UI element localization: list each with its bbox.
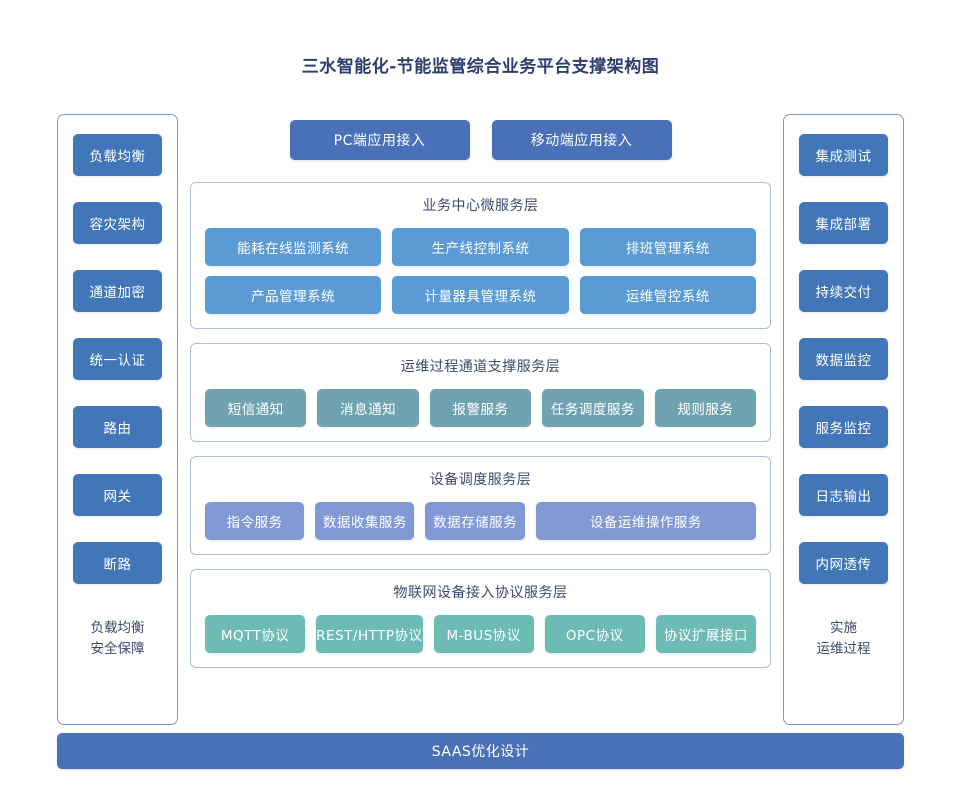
right-support-button-1[interactable]: 集成测试: [799, 134, 888, 176]
service-chip-ops-1-2[interactable]: 消息通知: [317, 389, 419, 427]
layer-panel-iot: 物联网设备接入协议服务层 MQTT协议 REST/HTTP协议 M-BUS协议 OPC协…: [190, 569, 771, 668]
layer-row: MQTT协议 REST/HTTP协议 M-BUS协议 OPC协议协议扩展接口: [205, 615, 757, 653]
service-chip-ops-1-4[interactable]: 任务调度服务: [542, 389, 644, 427]
layer-title-ops: 运维过程通道支撑服务层: [400, 359, 561, 375]
service-chip-iot-1-4[interactable]: OPC协议: [544, 615, 645, 653]
service-chip-device-1-2[interactable]: 数据收集服务: [315, 502, 415, 540]
right-footer-line-2: 运维过程: [816, 641, 871, 657]
left-support-button-3[interactable]: 通道加密: [73, 270, 162, 312]
right-support-button-7[interactable]: 内网透传: [799, 542, 888, 584]
service-chip-iot-1-3[interactable]: M-BUS协议: [433, 615, 534, 653]
layer-title-device: 设备调度服务层: [429, 472, 532, 488]
left-support-button-2[interactable]: 容灾架构: [73, 202, 162, 244]
right-support-button-5[interactable]: 服务监控: [799, 406, 888, 448]
left-support-button-5[interactable]: 路由: [73, 406, 162, 448]
service-chip-iot-1-1[interactable]: MQTT协议: [205, 615, 306, 653]
right-support-button-6[interactable]: 日志输出: [799, 474, 888, 516]
layer-row: 短信通知消息通知报警服务任务调度服务规则服务: [205, 389, 757, 427]
access-button-1[interactable]: PC端应用接入: [289, 120, 470, 160]
layer-panel-device: 设备调度服务层指令服务数据收集服务数据存储服务设备运维操作服务: [190, 456, 771, 555]
service-chip-business-2-3[interactable]: 运维管控系统: [579, 276, 756, 314]
page-title: 三水智能化-节能监管综合业务平台支撑架构图: [301, 57, 660, 77]
right-support-button-4[interactable]: 数据监控: [799, 338, 888, 380]
service-layers: 业务中心微服务层能耗在线监测系统生产线控制系统排班管理系统产品管理系统计量器具管…: [190, 182, 771, 668]
service-chip-ops-1-5[interactable]: 规则服务: [654, 389, 757, 427]
left-support-button-6[interactable]: 网关: [73, 474, 162, 516]
right-column-footer: 实施 运维过程: [817, 618, 871, 660]
service-chip-business-2-2[interactable]: 计量器具管理系统: [392, 276, 569, 314]
service-chip-iot-1-2[interactable]: REST/HTTP协议: [316, 615, 423, 653]
diagram-body: 负载均衡容灾架构通道加密统一认证路由网关断路 负载均衡 安全保障 PC端应用接入…: [57, 114, 904, 725]
service-chip-device-1-4[interactable]: 设备运维操作服务: [535, 502, 756, 540]
layer-row: 产品管理系统计量器具管理系统运维管控系统: [205, 276, 756, 314]
left-support-column: 负载均衡容灾架构通道加密统一认证路由网关断路 负载均衡 安全保障: [57, 114, 178, 725]
layer-panel-ops: 运维过程通道支撑服务层短信通知消息通知报警服务任务调度服务规则服务: [190, 343, 771, 442]
service-chip-device-1-3[interactable]: 数据存储服务: [425, 502, 525, 540]
layer-title-iot: 物联网设备接入协议服务层: [393, 585, 568, 601]
service-chip-ops-1-1[interactable]: 短信通知: [205, 389, 307, 427]
service-chip-business-1-2[interactable]: 生产线控制系统: [392, 228, 569, 266]
left-column-footer: 负载均衡 安全保障: [91, 618, 145, 660]
left-support-button-4[interactable]: 统一认证: [73, 338, 162, 380]
service-chip-business-2-1[interactable]: 产品管理系统: [205, 276, 382, 314]
access-button-2[interactable]: 移动端应用接入: [491, 120, 672, 160]
center-stack: PC端应用接入移动端应用接入 业务中心微服务层能耗在线监测系统生产线控制系统排班…: [190, 114, 771, 725]
left-support-button-1[interactable]: 负载均衡: [73, 134, 162, 176]
right-support-button-2[interactable]: 集成部署: [799, 202, 888, 244]
layer-panel-business: 业务中心微服务层能耗在线监测系统生产线控制系统排班管理系统产品管理系统计量器具管…: [190, 182, 771, 329]
service-chip-business-1-3[interactable]: 排班管理系统: [579, 228, 756, 266]
layer-row: 指令服务数据收集服务数据存储服务设备运维操作服务: [205, 502, 756, 540]
left-support-button-7[interactable]: 断路: [73, 542, 162, 584]
left-footer-line-2: 安全保障: [90, 641, 145, 657]
right-support-column: 集成测试集成部署持续交付数据监控服务监控日志输出内网透传 实施 运维过程: [783, 114, 904, 725]
service-chip-device-1-1[interactable]: 指令服务: [205, 502, 305, 540]
layer-row: 能耗在线监测系统生产线控制系统排班管理系统: [205, 228, 756, 266]
saas-optimization-bar[interactable]: SAAS优化设计: [57, 733, 904, 769]
service-chip-iot-1-5[interactable]: 协议扩展接口: [655, 615, 757, 653]
right-footer-line-1: 实施: [830, 620, 857, 636]
service-chip-business-1-1[interactable]: 能耗在线监测系统: [205, 228, 382, 266]
service-chip-ops-1-3[interactable]: 报警服务: [429, 389, 532, 427]
right-support-button-3[interactable]: 持续交付: [799, 270, 888, 312]
application-access-row: PC端应用接入移动端应用接入: [190, 120, 771, 160]
layer-title-business: 业务中心微服务层: [422, 198, 539, 214]
left-footer-line-1: 负载均衡: [90, 620, 145, 636]
